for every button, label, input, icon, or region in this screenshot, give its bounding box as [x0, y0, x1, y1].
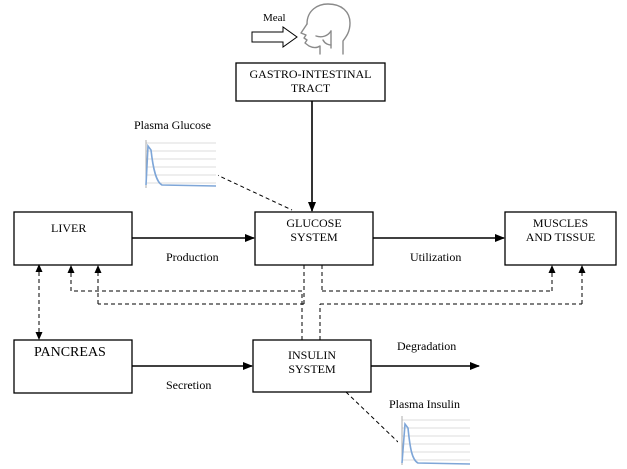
production-label: Production: [166, 250, 219, 264]
dashed-arrowheads: [35, 264, 586, 340]
insulin-line1: INSULIN: [288, 348, 336, 363]
glucose-line1: GLUCOSE: [286, 216, 342, 231]
plasma-glucose-curve: [145, 143, 217, 187]
secretion-label: Secretion: [166, 378, 212, 392]
plasma-glucose-plot: [142, 138, 218, 190]
gastro-intestinal-label: GASTRO-INTESTINAL TRACT: [236, 63, 385, 101]
plasma-insulin-plot: [398, 412, 472, 467]
muscles-line2: AND TISSUE: [525, 230, 596, 244]
muscles-line1: MUSCLES: [532, 216, 589, 231]
insulin-system-box: [252, 339, 372, 393]
glucose-line2: SYSTEM: [290, 230, 338, 244]
insulin-system-label: INSULIN SYSTEM: [253, 346, 371, 380]
meal-arrow: [251, 26, 298, 48]
liver-box: [13, 211, 133, 266]
insulin-line2: SYSTEM: [288, 362, 336, 376]
muscles-tissue-box: [504, 211, 617, 266]
glucose-system-box: [254, 211, 374, 266]
glucose-system-label: GLUCOSE SYSTEM: [255, 214, 373, 248]
plasma-insulin-curve: [401, 421, 471, 465]
gastro-line1: GASTRO-INTESTINAL: [249, 67, 372, 82]
head-icon: [300, 3, 351, 55]
liver-label: LIVER: [51, 221, 87, 235]
gastro-line2: TRACT: [290, 81, 331, 95]
pancreas-label: PANCREAS: [34, 345, 106, 360]
muscles-tissue-label: MUSCLES AND TISSUE: [505, 214, 616, 248]
meal-label: Meal: [263, 12, 286, 24]
gastro-intestinal-box: [235, 62, 386, 102]
utilization-label: Utilization: [410, 250, 462, 264]
degradation-label: Degradation: [397, 339, 457, 353]
pancreas-box: [13, 339, 133, 394]
plasma-insulin-title: Plasma Insulin: [389, 397, 460, 411]
plasma-glucose-title: Plasma Glucose: [134, 118, 211, 132]
dashed-feedback-lines: [71, 173, 582, 443]
